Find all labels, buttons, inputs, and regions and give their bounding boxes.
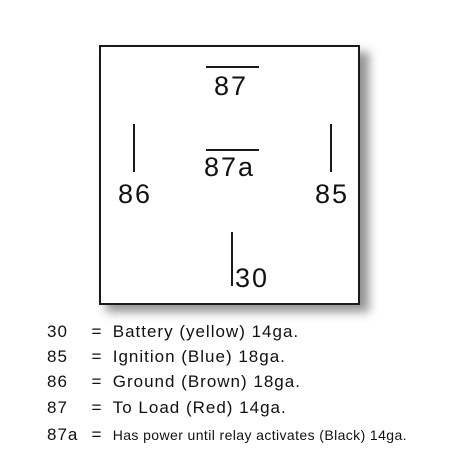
pin-87a-terminal	[206, 149, 259, 151]
legend-equals: =	[91, 398, 103, 417]
pin-30-label: 30	[235, 263, 270, 293]
legend-pin: 87	[47, 398, 68, 417]
pin-87-label: 87	[214, 71, 249, 101]
legend-pin: 85	[47, 347, 68, 366]
pin-85-label: 85	[315, 179, 350, 209]
pin-87-terminal	[206, 66, 259, 68]
legend-pin: 30	[47, 322, 68, 341]
legend-row-86: 86 = Ground (Brown) 18ga.	[47, 370, 301, 394]
legend-description: Has power until relay activates (Black) …	[112, 427, 407, 443]
legend-description: Battery (yellow) 14ga.	[112, 322, 300, 341]
legend-equals: =	[91, 322, 103, 341]
pin-85-terminal	[330, 124, 332, 172]
legend-pin: 86	[47, 372, 68, 391]
legend-description: Ignition (Blue) 18ga.	[112, 347, 286, 366]
legend-row-85: 85 = Ignition (Blue) 18ga.	[47, 345, 286, 369]
legend-description: To Load (Red) 14ga.	[112, 398, 287, 417]
legend-row-87a: 87a = Has power until relay activates (Bl…	[47, 423, 407, 447]
relay-pinout-box: 87 87a 86 85 30	[99, 45, 360, 305]
legend-equals: =	[91, 372, 103, 391]
legend-equals: =	[91, 425, 103, 444]
legend-row-87: 87 = To Load (Red) 14ga.	[47, 396, 287, 420]
pin-86-terminal	[133, 124, 135, 172]
legend-equals: =	[91, 347, 103, 366]
pin-86-label: 86	[118, 179, 153, 209]
legend-row-30: 30 = Battery (yellow) 14ga.	[47, 320, 299, 344]
legend-description: Ground (Brown) 18ga.	[112, 372, 301, 391]
legend-pin: 87a	[47, 425, 79, 444]
pin-30-terminal	[231, 232, 233, 286]
pin-87a-label: 87a	[204, 152, 256, 182]
